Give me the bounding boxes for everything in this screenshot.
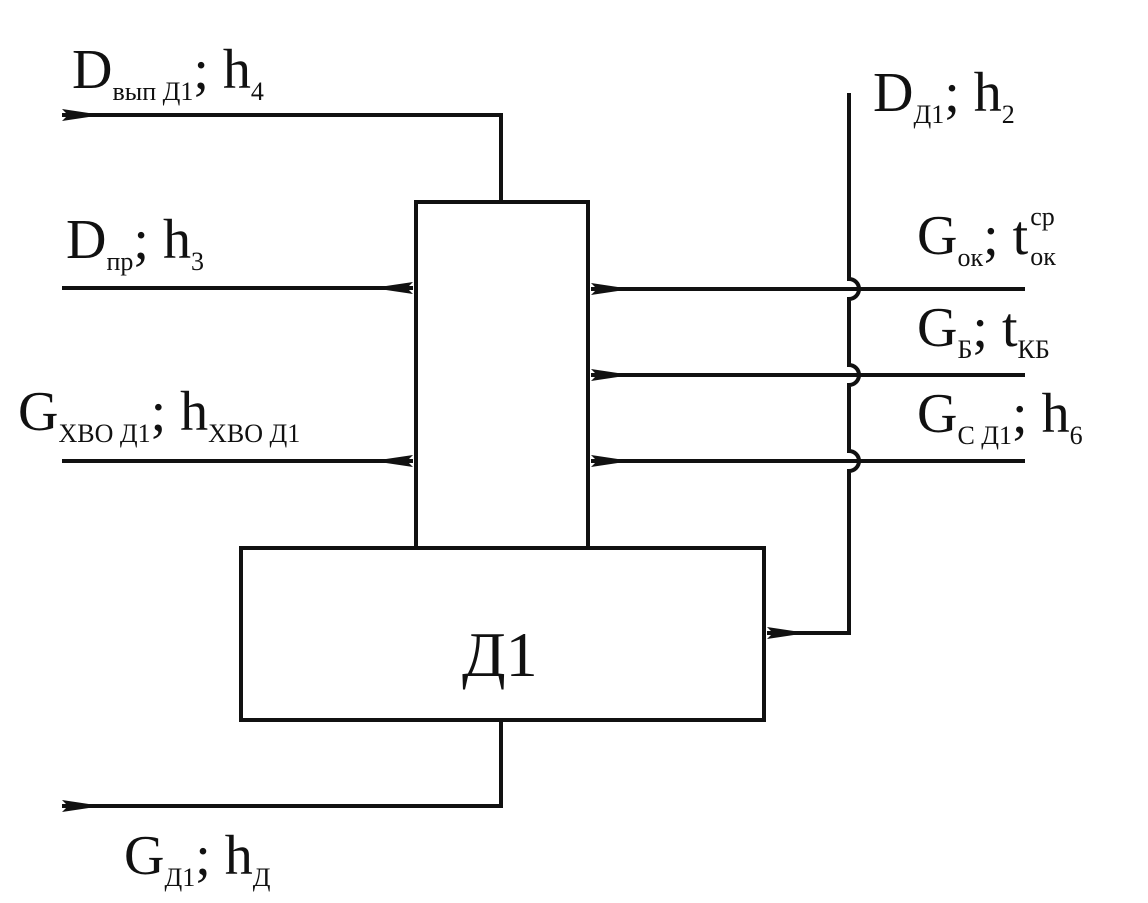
steam-line <box>767 93 861 639</box>
deaerator-column <box>414 200 590 550</box>
vent-line <box>62 109 503 202</box>
b-label: GБ; tКБ <box>917 297 1050 364</box>
unit-name: Д1 <box>462 619 538 690</box>
deaerator-tank <box>239 546 766 722</box>
outlet-label: GД1; hД <box>124 825 271 892</box>
outlet-line <box>62 720 503 812</box>
vent-label: Dвып Д1; h4 <box>72 39 264 106</box>
xvo-label: GХВО Д1; hХВО Д1 <box>18 381 301 448</box>
steam-label: DД1; h2 <box>873 62 1015 129</box>
pr-label: Dпр; h3 <box>66 209 204 276</box>
c-label: GС Д1; h6 <box>917 383 1083 450</box>
